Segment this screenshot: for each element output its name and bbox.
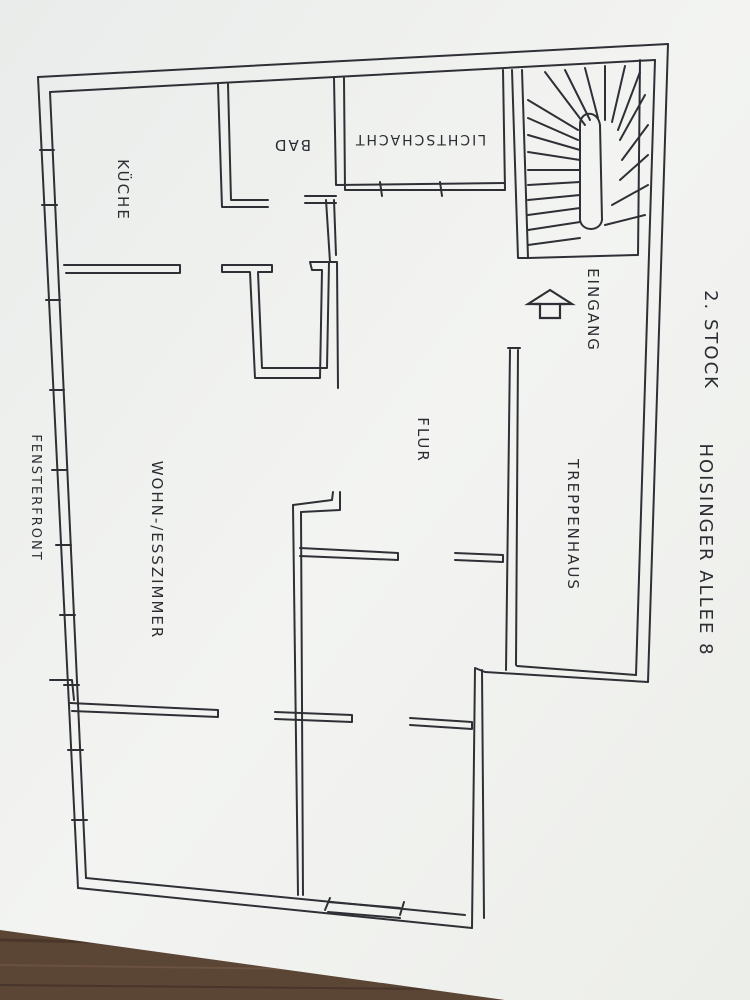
bad-wall-left (217, 83, 269, 208)
label-wohnzimmer: WOHN-/ESSZIMMER (148, 461, 166, 640)
label-lichtschacht: LICHTSCHACHT (354, 131, 486, 147)
label-bad: BAD (273, 136, 311, 154)
entrance-arrow-icon (524, 288, 576, 320)
label-stock: 2. STOCK (700, 290, 721, 390)
stair-well (579, 112, 603, 230)
stairwell-bottom-wall (484, 671, 649, 683)
label-treppenhaus: TREPPENHAUS (564, 458, 582, 591)
stair-block (511, 69, 529, 259)
label-eingang: EINGANG (584, 268, 602, 352)
stairwell-wall (505, 349, 511, 671)
window-front-wall (37, 76, 79, 889)
label-address: HOISINGER ALLEE 8 (695, 443, 716, 656)
outer-wall-right (647, 43, 669, 683)
lichtschacht-wall (333, 77, 506, 186)
hall-wall-upper (325, 199, 339, 389)
outer-wall-top (37, 43, 669, 78)
room-divider-1 (69, 702, 219, 718)
outer-wall-bottom (77, 887, 473, 929)
stair-treads (527, 65, 649, 246)
floor-plan (37, 43, 669, 929)
label-fensterfront: FENSTERFRONT (28, 434, 43, 561)
kitchen-wall (63, 264, 181, 274)
window-markers (39, 149, 405, 916)
label-kueche: KÜCHE (114, 159, 133, 221)
flur-wall (292, 504, 299, 896)
label-flur: FLUR (414, 417, 432, 463)
storage-room (221, 261, 330, 379)
labels: KÜCHE BAD LICHTSCHACHT EINGANG WOHN-/ESS… (28, 131, 721, 657)
